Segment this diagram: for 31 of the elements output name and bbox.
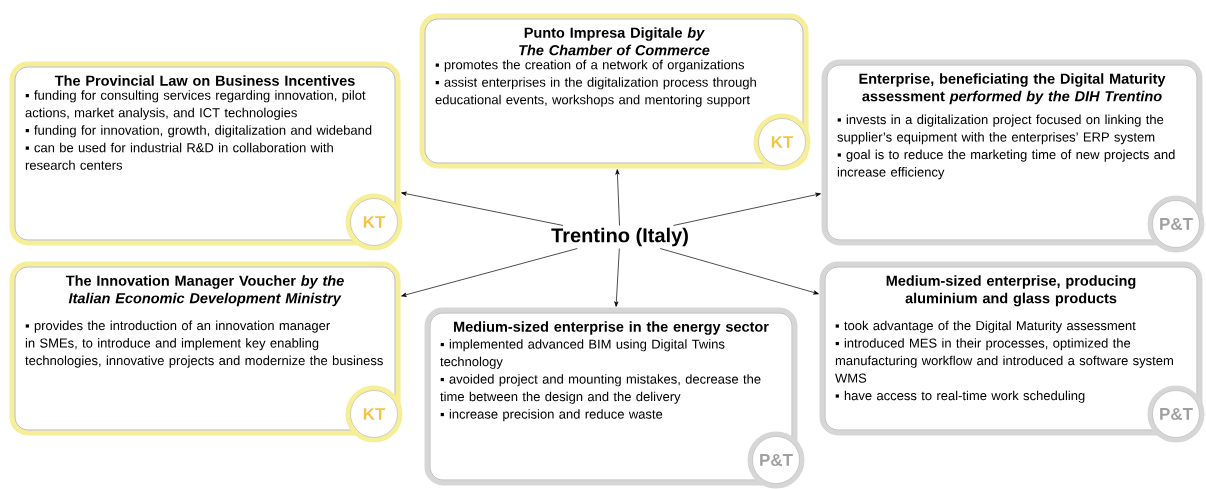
arrow [673,192,821,226]
box-heading: Medium-sized enterprise, producing aluminium and glass products [886,275,1136,307]
bullet-point: ▪ goal is to reduce the marketing time of new projects and increase efficiency [837,149,1175,180]
node-label: P&T [1160,408,1193,420]
bullet-point: ▪ funding for consulting services regarding innovation, pilot actions, market analysis, and ICT technologies [25,90,366,120]
bullet-point: ▪ funding for innovation, growth, digitalization and wideband [25,125,372,138]
box-heading: Medium-sized enterprise in the energy sector [454,321,769,335]
box-heading: Enterprise, beneficiating the Digital Maturity assessment performed by the DIH Trentino [859,73,1166,105]
bullet-point: ▪ avoided project and mounting mistakes, decrease the time between the design and the delivery [440,374,761,404]
bullet-point: ▪ implemented advanced BIM using Digital Twins technology [440,339,725,369]
bullet-point: ▪ can be used for industrial R&D in collaboration with research centers [25,142,333,170]
node-label: P&T [760,454,793,466]
center-label: Trentino (Italy) [551,227,688,247]
node-label: KT [363,408,386,420]
bullet-point: ▪ introduced MES in their processes, optimized the manufacturing workflow and introduced a software system WMS [835,338,1173,383]
arrow [659,248,819,295]
box-heading: Punto Impresa Digitale by The Chamber of Commerce [519,27,710,56]
box-heading: The Provincial Law on Business Incentives [54,75,355,86]
arrow [401,248,578,297]
bullet-point: ▪ promotes the creation of a network of organizations [435,59,745,72]
arrow [615,169,620,226]
bullet-point: ▪ invests in a digitalization project focused on linking the supplier’s equipment with the enterprises’ ERP system [837,114,1164,145]
bullet-point: ▪ took advantage of the Digital Maturity assessment [835,320,1136,333]
box-heading: The Innovation Manager Voucher by the Italian Economic Development Ministry [65,275,344,307]
bullet-point: ▪ increase precision and reduce waste [440,409,663,422]
bullet-point: ▪ have access to real-time work scheduling [835,390,1085,403]
bullet-point: ▪ assist enterprises in the digitalization process through educational events, workshops and mentoring support [435,77,756,107]
bullet-point: ▪ provides the introduction of an innovation manager in SMEs, to introduce and implement key enabling technologies, innovative projects and modernize the business [25,320,383,368]
node-label: P&T [1160,218,1193,230]
arrow [614,248,620,307]
arrow [401,191,564,226]
